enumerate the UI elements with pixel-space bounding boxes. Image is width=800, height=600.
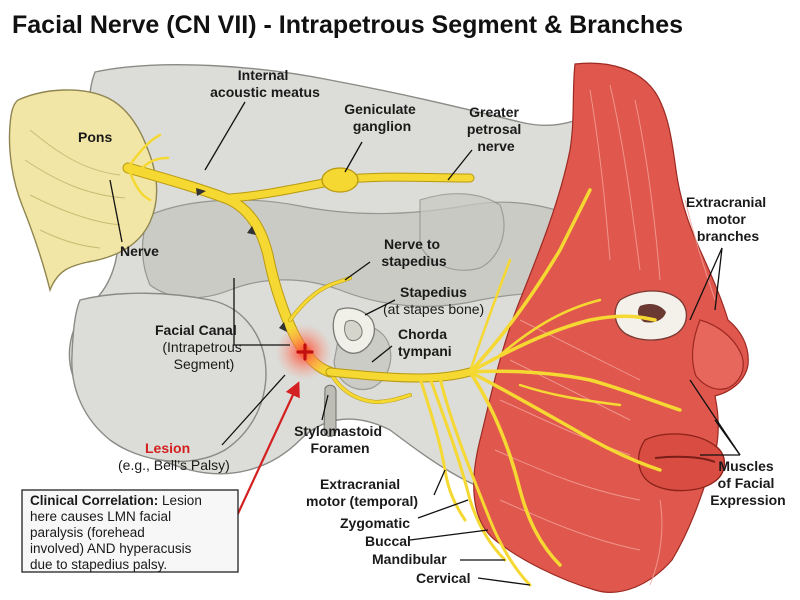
clinical-box-line-3: paralysis (forehead: [30, 525, 145, 540]
leader-lines: [109, 101, 741, 586]
facial-muscles: [473, 62, 749, 593]
label-muscles-of-facial-expression: Muscles of Facial Expression: [710, 458, 785, 508]
page-title: Facial Nerve (CN VII) - Intrapetrous Seg…: [12, 11, 683, 39]
label-pons: Pons: [78, 129, 112, 145]
label-extracranial-motor-branches: Extracranial motor branches: [686, 194, 770, 244]
label-stapedius: Stapedius: [400, 284, 467, 300]
label-geniculate-ganglion: Geniculate ganglion: [344, 101, 419, 134]
label-extracranial-motor-temporal: Extracranial motor (temporal): [306, 476, 418, 509]
clinical-box-line-1: Lesion: [162, 493, 202, 508]
label-facial-canal-sub: (Intrapetrous Segment): [162, 339, 245, 372]
label-stapedius-note: (at stapes bone): [383, 301, 484, 317]
clinical-correlation-box: Clinical Correlation: Lesion here causes…: [21, 489, 239, 573]
label-facial-canal: Facial Canal: [155, 322, 237, 338]
pons: [8, 89, 158, 293]
label-stylomastoid-foramen: Stylomastoid Foramen: [294, 423, 386, 456]
nerve-direction-arrows: [196, 188, 287, 332]
clinical-box-line-4: involved) AND hyperacusis: [30, 541, 192, 556]
label-nerve-to-stapedius: Nerve to stapedius: [381, 236, 447, 269]
label-lesion-example: (e.g., Bell’s Palsy): [118, 457, 230, 473]
clinical-box-text: Clinical Correlation: Lesion here causes…: [30, 493, 206, 572]
label-lesion: Lesion: [145, 440, 190, 456]
clinical-box-line-2: here causes LMN facial: [30, 509, 171, 524]
label-greater-petrosal-nerve: Greater petrosal nerve: [467, 104, 525, 154]
label-chorda-tympani: Chorda tympani: [398, 326, 452, 359]
label-cervical: Cervical: [416, 570, 470, 586]
lesion-marker: [276, 324, 332, 380]
clinical-box-line-5: due to stapedius palsy.: [30, 557, 167, 572]
label-nerve: Nerve: [120, 243, 159, 259]
clinical-box-heading: Clinical Correlation:: [30, 493, 158, 508]
label-buccal: Buccal: [365, 533, 411, 549]
diagram-labels: Pons Nerve Internal acoustic meatus Geni…: [78, 67, 786, 586]
label-zygomatic: Zygomatic: [340, 515, 410, 531]
label-internal-acoustic-meatus: Internal acoustic meatus: [210, 67, 320, 100]
stapes-bone: [323, 307, 375, 437]
label-mandibular: Mandibular: [372, 551, 447, 567]
lesion-arrow: [234, 381, 300, 521]
